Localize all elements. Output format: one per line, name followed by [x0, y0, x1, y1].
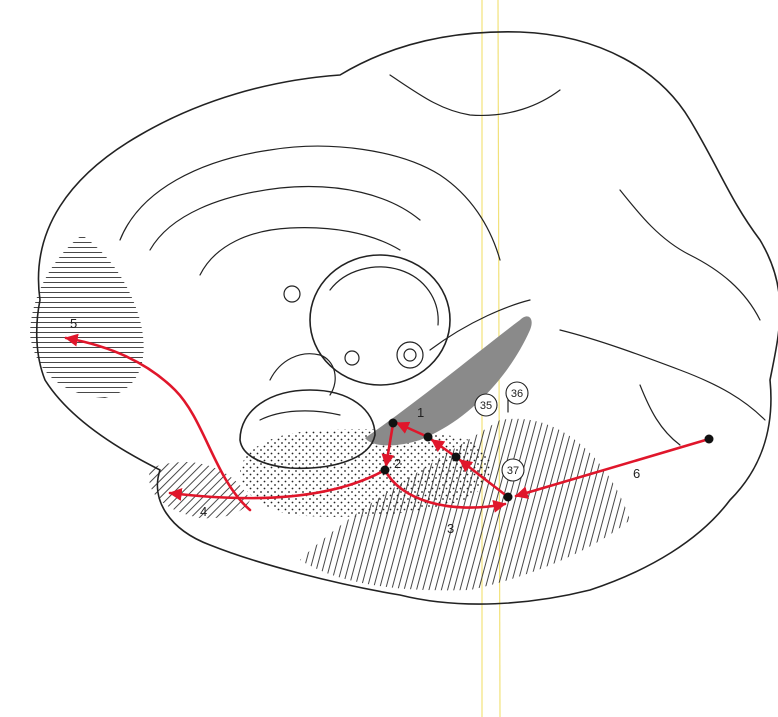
label-4: 4	[200, 504, 207, 519]
thalamus-outline	[310, 255, 450, 385]
fornix-arch	[330, 267, 438, 325]
pulvinar-core	[404, 349, 416, 361]
label-6: 6	[633, 466, 640, 481]
mammillary-body	[345, 351, 359, 365]
node-f	[705, 435, 714, 444]
cingulate-sulcus	[120, 146, 500, 260]
label-5: 5	[70, 316, 77, 331]
node-c	[452, 453, 461, 462]
label-3: 3	[447, 521, 454, 536]
uncus-fold	[260, 411, 340, 420]
node-a	[389, 419, 398, 428]
label-1: 1	[417, 405, 424, 420]
label-36: 36	[511, 388, 523, 400]
prefrontal-hatched-region	[30, 235, 144, 398]
node-b	[424, 433, 433, 442]
node-e	[504, 493, 513, 502]
paracentral-sulcus	[390, 75, 560, 115]
occipital-fold	[640, 385, 680, 445]
node-d	[381, 466, 390, 475]
anterior-commissure	[284, 286, 300, 302]
label-2: 2	[394, 456, 401, 471]
pulvinar	[397, 342, 423, 368]
label-37: 37	[507, 465, 519, 477]
label-35: 35	[480, 400, 492, 412]
calcarine-sulcus	[560, 330, 765, 420]
